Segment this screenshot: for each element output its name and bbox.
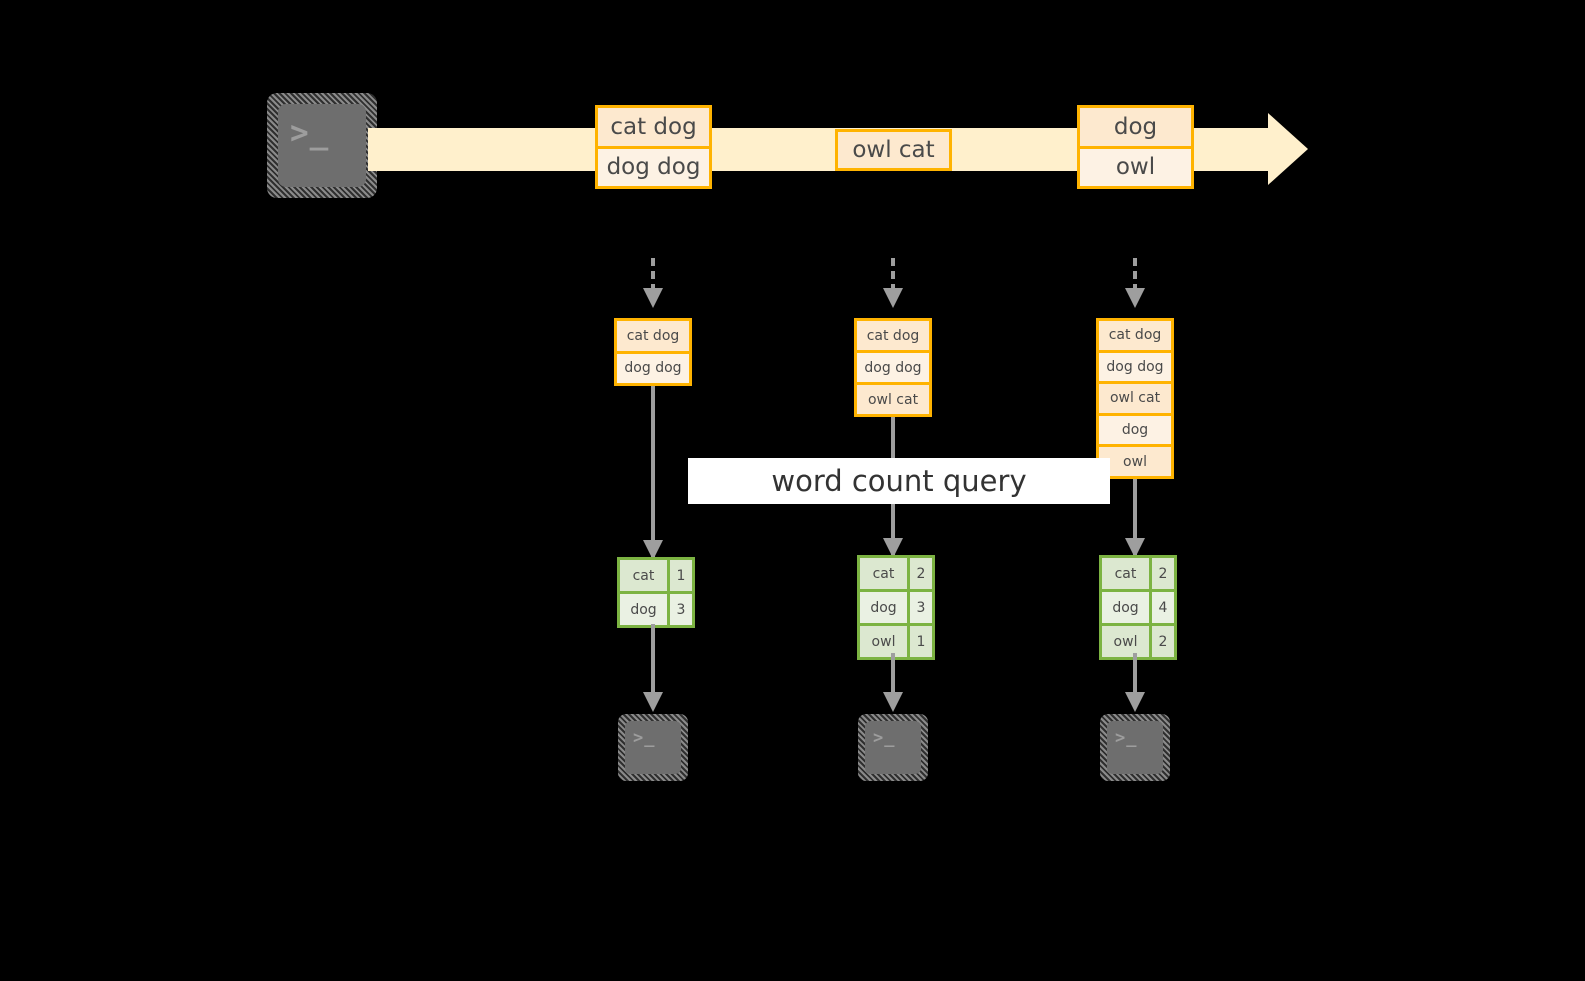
down-arrow-icon [883,692,903,712]
stream-message[interactable]: owl cat [835,129,952,171]
stage-input-connector [1133,258,1137,292]
table-row: cat 2 [1102,558,1174,589]
terminal-prompt-glyph: >_ [873,728,896,748]
stage-input-connector [651,258,655,292]
state-line: cat dog [626,327,680,344]
result-count: 4 [1149,592,1174,623]
query-banner: word count query [688,458,1110,504]
table-row: dog 3 [620,591,692,625]
stage-result-table[interactable]: cat 2 dog 4 owl 2 [1099,555,1177,660]
result-word: owl [1113,633,1138,650]
dashed-down-arrow-icon [643,288,663,308]
result-word: cat [632,567,655,584]
stage-sink-connector [891,653,895,704]
result-count: 1 [907,626,932,657]
state-line: dog [1099,412,1171,445]
terminal-prompt-glyph: >_ [290,115,330,151]
table-row: owl 1 [860,623,932,657]
stage-query-connector [651,386,655,558]
result-word: owl [871,633,896,650]
message-line: dog [1113,113,1158,140]
state-line: dog dog [1099,349,1171,382]
sink-terminal-icon: >_ [858,714,928,781]
stage-query-connector [1133,479,1137,558]
result-word: dog [860,592,907,623]
stage-input-connector [891,258,895,292]
message-line: cat dog [610,113,697,140]
terminal-screen: >_ [1107,721,1163,774]
state-line: owl [1099,444,1171,476]
result-count: 3 [667,594,692,625]
stage-sink-connector [1133,653,1137,704]
dashed-down-arrow-icon [1125,288,1145,308]
query-label: word count query [771,464,1027,498]
stream-arrow-icon [1268,113,1308,185]
stage-sink-connector [651,624,655,704]
message-line: owl [1080,145,1191,186]
sink-terminal-icon: >_ [1100,714,1170,781]
down-arrow-icon [883,538,903,558]
table-row: owl 2 [1102,623,1174,657]
result-word: cat [872,565,895,582]
down-arrow-icon [1125,692,1145,712]
result-count: 2 [907,558,932,589]
down-arrow-icon [643,540,663,560]
stage-state-table[interactable]: cat dog dog dog owl cat dog owl [1096,318,1174,479]
state-line: cat dog [866,327,920,344]
stream-message[interactable]: cat dog dog dog [595,105,712,189]
result-word: cat [1114,565,1137,582]
stage-state-table[interactable]: cat dog dog dog [614,318,692,386]
table-row: cat 2 [860,558,932,589]
state-line: cat dog [1108,327,1162,344]
stage-result-table[interactable]: cat 1 dog 3 [617,557,695,628]
sink-terminal-icon: >_ [618,714,688,781]
state-line: dog dog [857,350,929,382]
stream-message[interactable]: dog owl [1077,105,1194,189]
terminal-screen: >_ [865,721,921,774]
result-word: dog [620,594,667,625]
state-line: owl cat [1099,381,1171,413]
result-count: 2 [1149,558,1174,589]
message-line: owl cat [852,137,935,163]
terminal-prompt-glyph: >_ [1115,728,1138,748]
message-line: dog dog [598,145,709,186]
table-row: dog 3 [860,589,932,623]
down-arrow-icon [1125,538,1145,558]
table-row: dog 4 [1102,589,1174,623]
stage-result-table[interactable]: cat 2 dog 3 owl 1 [857,555,935,660]
table-row: cat 1 [620,560,692,591]
state-line: dog dog [617,350,689,383]
dashed-down-arrow-icon [883,288,903,308]
terminal-prompt-glyph: >_ [633,728,656,748]
result-count: 2 [1149,626,1174,657]
state-line: owl cat [857,382,929,414]
down-arrow-icon [643,692,663,712]
terminal-screen: >_ [625,721,681,774]
result-word: dog [1102,592,1149,623]
result-count: 1 [667,560,692,591]
terminal-screen: >_ [278,104,366,187]
result-count: 3 [907,592,932,623]
source-terminal-icon: >_ [267,93,377,198]
stage-state-table[interactable]: cat dog dog dog owl cat [854,318,932,417]
